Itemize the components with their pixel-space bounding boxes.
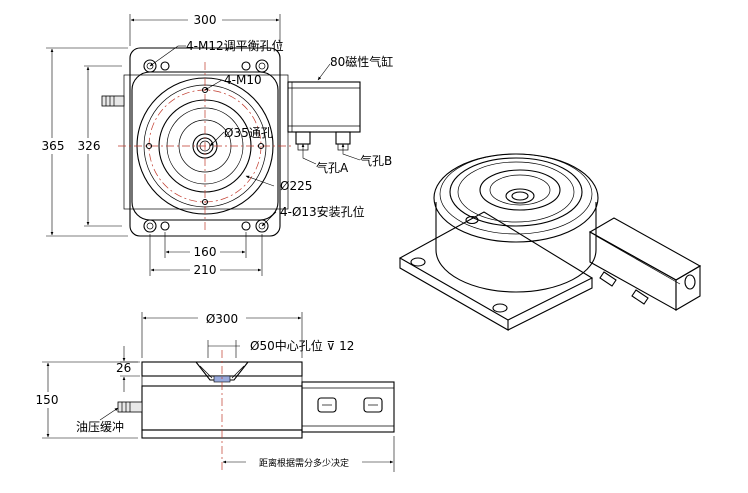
label-oil-buffer: 油压缓冲 bbox=[76, 419, 124, 434]
label-distance: 距离根据需分多少决定 bbox=[259, 457, 349, 469]
cylinder-side bbox=[301, 381, 395, 433]
label-port-b: 气孔B bbox=[360, 153, 392, 168]
label-mount-holes: 4-Ø13安装孔位 bbox=[280, 204, 365, 219]
dim-height-inner: 326 bbox=[78, 139, 101, 153]
iso-base-plate bbox=[398, 211, 594, 321]
dim-210: 210 bbox=[194, 263, 217, 277]
dim-160: 160 bbox=[194, 245, 217, 259]
dim-width: 300 bbox=[194, 13, 217, 27]
iso-table-top bbox=[433, 153, 599, 243]
top-view: 300 365 326 160 210 4-M12调平衡孔位 4-M10 80磁 bbox=[38, 12, 393, 277]
label-port-a: 气孔A bbox=[316, 160, 349, 175]
dim-150: 150 bbox=[36, 393, 59, 407]
label-m10: 4-M10 bbox=[224, 73, 262, 87]
iso-cylinder bbox=[588, 217, 702, 311]
label-d225: Ø225 bbox=[280, 179, 312, 193]
front-view: Ø300 Ø50中心孔位 ⊽ 12 26 150 油压缓冲 距离根据需分多少决定 bbox=[30, 310, 395, 472]
dim-height-outer: 365 bbox=[42, 139, 65, 153]
dim-d300: Ø300 bbox=[206, 312, 238, 326]
m12-holes bbox=[143, 59, 269, 73]
label-m12: 4-M12调平衡孔位 bbox=[186, 38, 284, 53]
body bbox=[141, 385, 303, 431]
base-plate bbox=[129, 47, 281, 237]
label-thru-hole: Ø35通孔 bbox=[224, 126, 273, 140]
mount-holes bbox=[143, 219, 269, 233]
label-center-hole: Ø50中心孔位 ⊽ 12 bbox=[250, 338, 354, 353]
dim-26: 26 bbox=[116, 361, 131, 375]
magnetic-cylinder bbox=[287, 81, 361, 151]
isometric-view bbox=[398, 153, 702, 331]
left-fitting bbox=[101, 95, 125, 107]
label-cylinder: 80磁性气缸 bbox=[330, 54, 393, 69]
